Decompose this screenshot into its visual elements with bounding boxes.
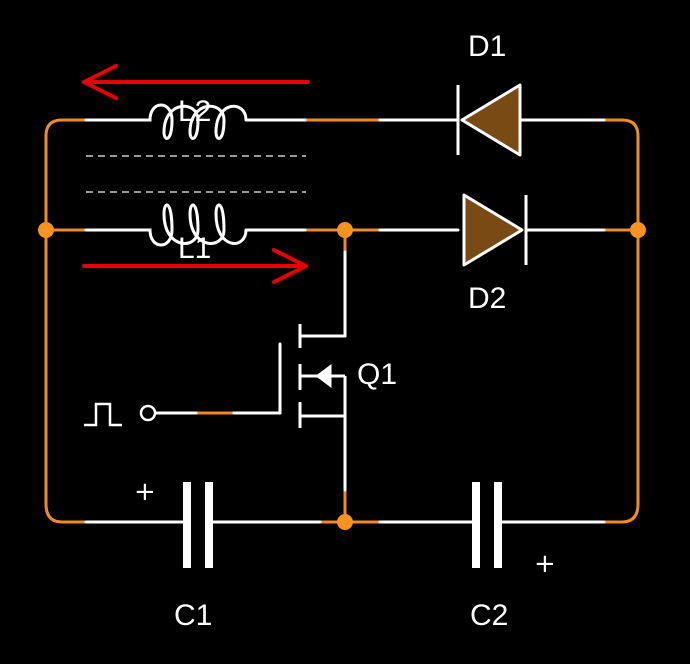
arrow-right-icon <box>82 248 308 284</box>
c2-polarity-mark: + <box>534 549 556 579</box>
inductor-l1 <box>146 203 248 247</box>
input-terminal <box>139 404 157 422</box>
diode-d1 <box>456 83 522 157</box>
transformer-core <box>86 155 306 193</box>
node-drain <box>337 222 353 238</box>
diode-d2 <box>462 193 528 267</box>
capacitor-c1 <box>183 482 213 568</box>
square-pulse-icon <box>84 402 122 427</box>
node-source <box>337 514 353 530</box>
label-l2: L2 <box>178 95 211 128</box>
inductor-l2 <box>146 103 248 140</box>
label-c2: C2 <box>470 599 508 632</box>
capacitor-c2 <box>472 482 502 568</box>
c1-polarity-mark: + <box>134 477 156 507</box>
label-d2: D2 <box>468 282 506 315</box>
node-right <box>630 222 646 238</box>
label-d1: D1 <box>468 30 506 63</box>
node-left <box>38 222 54 238</box>
mosfet-q1 <box>278 324 347 428</box>
white-wires <box>84 118 606 524</box>
junction-nodes <box>38 222 646 530</box>
label-q1: Q1 <box>357 358 397 391</box>
label-l1: L1 <box>178 232 211 265</box>
arrow-left-icon <box>82 64 310 100</box>
label-c1: C1 <box>174 599 212 632</box>
